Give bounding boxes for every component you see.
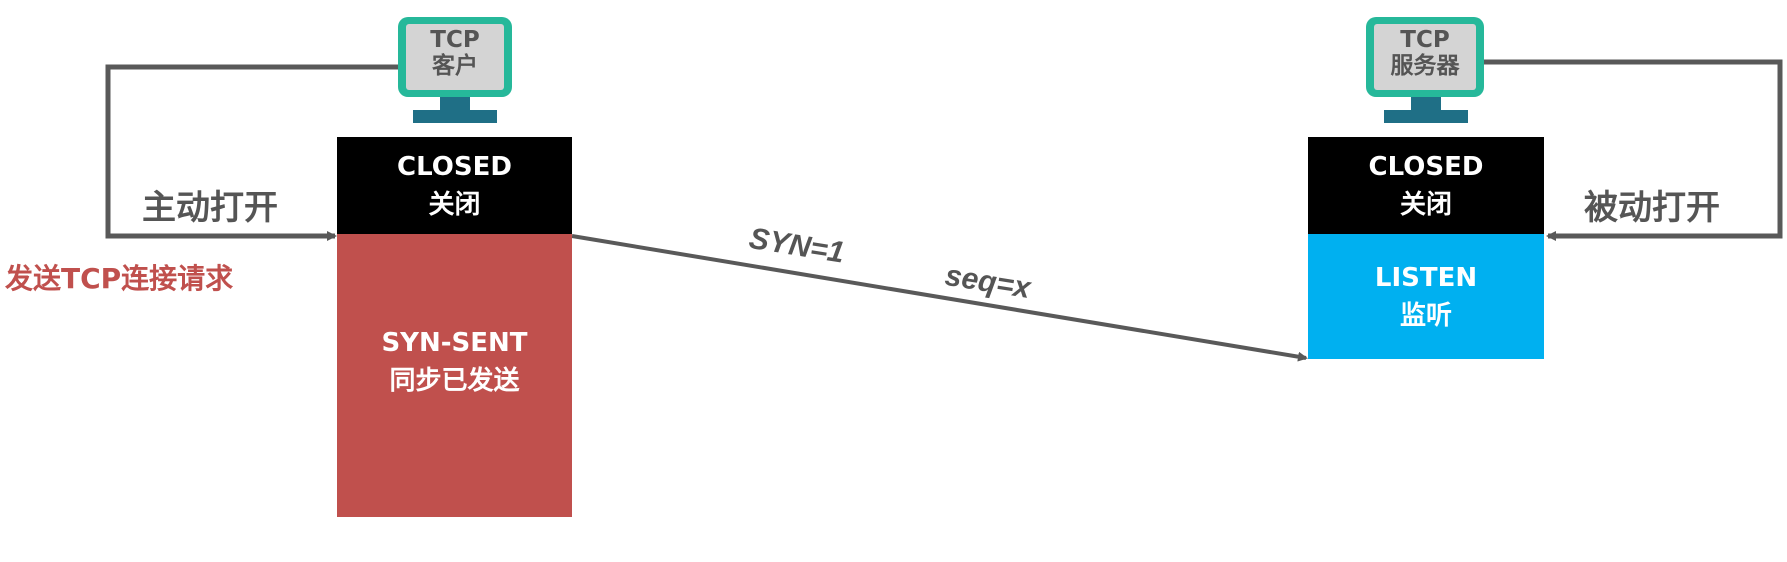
server-computer-line2: 服务器 (1390, 53, 1460, 79)
client-computer-line1: TCP (430, 27, 480, 53)
client-active-open-label: 主动打开 (142, 188, 278, 228)
server-computer-label: TCP 服务器 (1374, 27, 1476, 79)
server-listen-name: LISTEN (1374, 262, 1478, 293)
client-active-open-arrow (105, 64, 398, 241)
client-closed-zh: 关闭 (428, 189, 481, 220)
syn-message-arrow (571, 234, 1308, 362)
client-computer-line2: 客户 (432, 53, 478, 79)
client-syn-sent-zh: 同步已发送 (389, 366, 520, 396)
client-computer-icon (398, 17, 512, 123)
client-closed-state: CLOSED 关闭 (337, 137, 572, 234)
server-passive-open-arrow (1484, 59, 1783, 241)
server-passive-open-label: 被动打开 (1584, 188, 1720, 228)
server-closed-name: CLOSED (1368, 151, 1484, 182)
server-listen-zh: 监听 (1399, 300, 1452, 331)
client-syn-sent-state: SYN-SENT 同步已发送 (337, 234, 572, 517)
server-computer-line1: TCP (1400, 27, 1450, 53)
client-request-note: 发送TCP连接请求 (5, 262, 234, 295)
client-syn-sent-name: SYN-SENT (381, 328, 528, 358)
server-closed-zh: 关闭 (1399, 189, 1452, 220)
client-closed-name: CLOSED (397, 151, 512, 182)
server-computer-icon (1366, 17, 1484, 123)
server-listen-state: LISTEN 监听 (1308, 234, 1544, 359)
client-computer-label: TCP 客户 (406, 27, 504, 79)
server-closed-state: CLOSED 关闭 (1308, 137, 1544, 234)
